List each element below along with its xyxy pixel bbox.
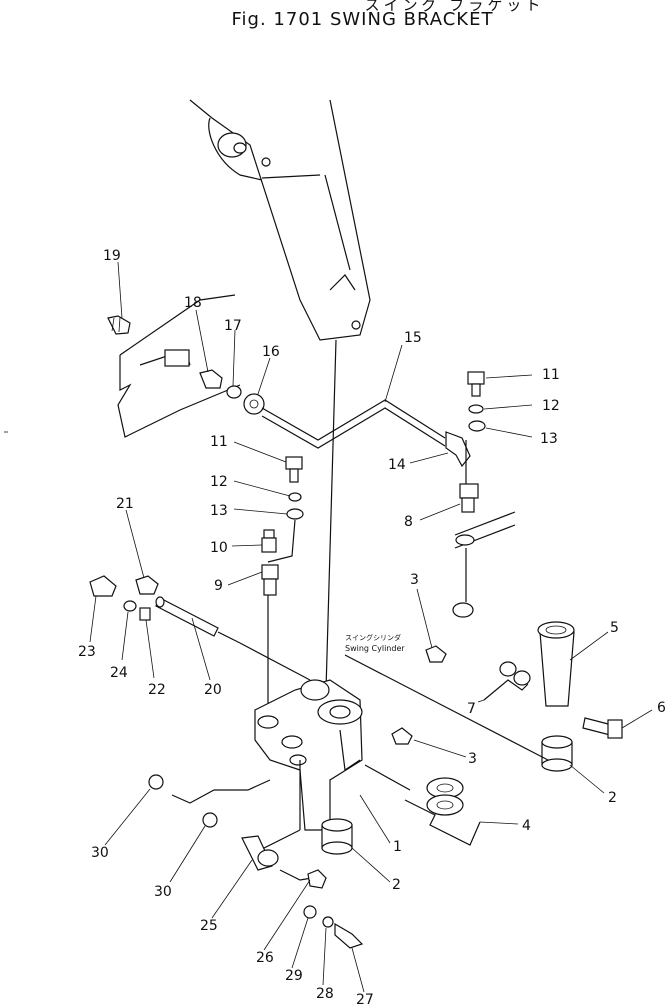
callout-28: 28: [316, 986, 334, 1002]
swing-cylinder-jp-label: スイングシリンダ: [345, 633, 401, 642]
callout-27: 27: [356, 992, 374, 1006]
callout-7: 7: [467, 701, 476, 717]
callout-numbers: 19 18 17 16 15 11 12 13 14 8 11 12 13 10…: [78, 248, 666, 1006]
part-14-elbow: [445, 431, 471, 468]
part-17-nut: [226, 385, 242, 399]
leader-lines: [89, 261, 653, 993]
callout-11-left: 11: [210, 434, 228, 450]
callout-12-right: 12: [542, 398, 560, 414]
upper-bracket: [117, 294, 241, 438]
part-10-9-joint: [261, 519, 296, 710]
callout-14: 14: [388, 457, 406, 473]
callout-17: 17: [224, 318, 242, 334]
lower-pin-group: [241, 835, 364, 949]
boom-arm: [189, 99, 371, 691]
callout-30-left: 30: [91, 845, 109, 861]
callout-25: 25: [200, 918, 218, 934]
callout-16: 16: [262, 344, 280, 360]
swing-cylinder-label: Swing Cylinder: [345, 644, 405, 653]
part-2-bushing-lower: [321, 818, 353, 855]
bolt-group-right: [467, 371, 486, 432]
part-1-swing-bracket: [244, 679, 363, 851]
callout-18: 18: [184, 295, 202, 311]
callout-4: 4: [522, 818, 531, 834]
callout-13-right: 13: [540, 431, 558, 447]
callout-9: 9: [214, 578, 223, 594]
callout-10: 10: [210, 540, 228, 556]
callout-5: 5: [610, 620, 619, 636]
callout-22: 22: [148, 682, 166, 698]
part-18-adapter: [199, 369, 223, 389]
callout-24: 24: [110, 665, 128, 681]
part-3-upper: [425, 645, 447, 663]
callout-13-left: 13: [210, 503, 228, 519]
callout-3-upper: 3: [410, 572, 419, 588]
part-20-pin: [155, 596, 311, 681]
japanese-title: スイング ブラケット: [364, 0, 545, 14]
part-16-fitting: [243, 393, 265, 415]
callout-15: 15: [404, 330, 422, 346]
part-4-shims: [364, 764, 481, 846]
part-5-pin: [537, 621, 575, 707]
callout-6: 6: [657, 700, 666, 716]
callout-23: 23: [78, 644, 96, 660]
callout-12-left: 12: [210, 474, 228, 490]
callout-2-lower: 2: [392, 877, 401, 893]
part-19-nipple: [107, 315, 131, 335]
connecting-line-right: [452, 511, 516, 618]
callout-20: 20: [204, 682, 222, 698]
figure-title: Fig. 1701 SWING BRACKET: [231, 9, 494, 30]
part-8-joint: [459, 440, 479, 513]
callout-8: 8: [404, 514, 413, 530]
callout-29: 29: [285, 968, 303, 984]
callout-21: 21: [116, 496, 134, 512]
bolt-group-left: [285, 456, 304, 520]
part-6-bolt: [582, 717, 623, 739]
callout-30-right: 30: [154, 884, 172, 900]
swing-cylinder-line: [344, 654, 549, 761]
callout-11-right: 11: [542, 367, 560, 383]
part-7-nuts: [483, 661, 531, 701]
part-30-orings: [148, 774, 271, 828]
callout-3-lower: 3: [468, 751, 477, 767]
part-15-tube: [261, 399, 446, 449]
left-small-parts: [89, 575, 159, 621]
callout-2-right: 2: [608, 790, 617, 806]
part-2-bushing-right: [541, 735, 573, 772]
callout-1: 1: [393, 839, 402, 855]
callout-19: 19: [103, 248, 121, 264]
callout-26: 26: [256, 950, 274, 966]
part-3-lower: [391, 727, 413, 745]
